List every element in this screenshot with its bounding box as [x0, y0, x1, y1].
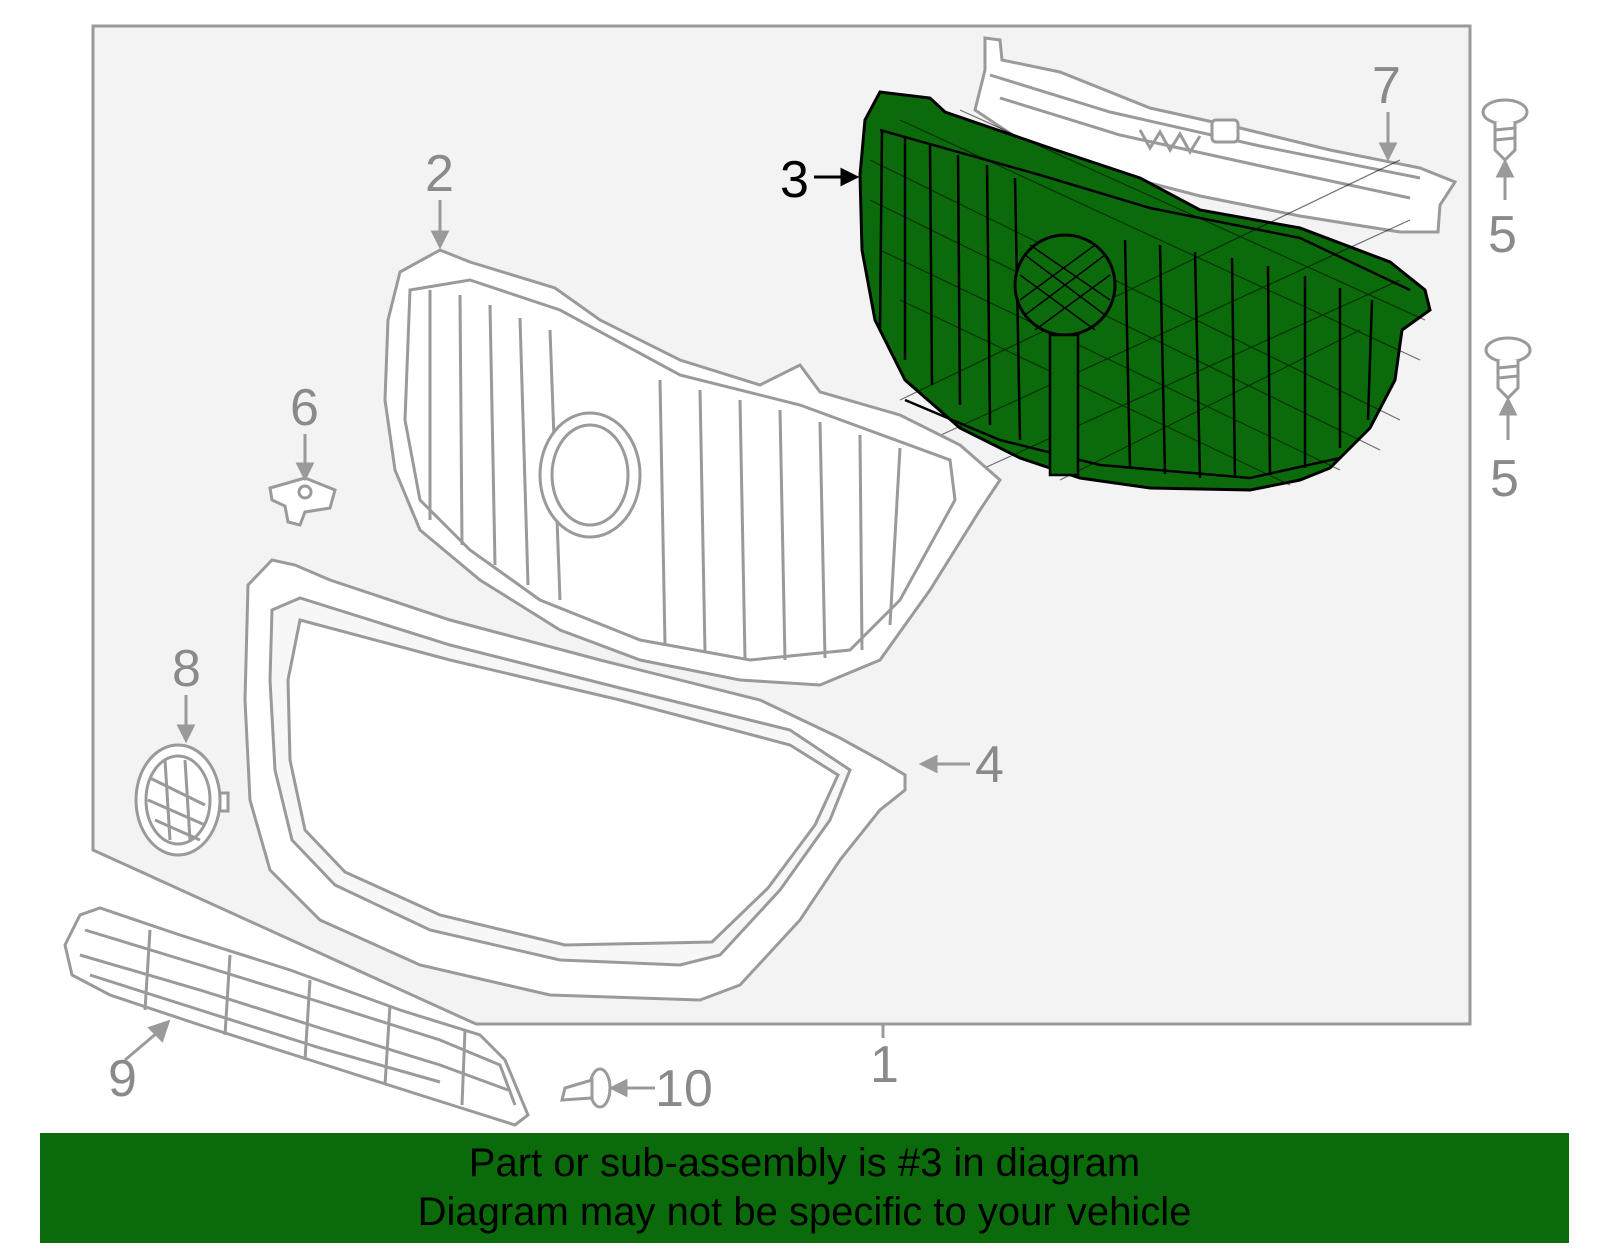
banner-line-1: Part or sub-assembly is #3 in diagram [468, 1141, 1141, 1185]
callout-8: 8 [172, 640, 201, 698]
callout-5-lower: 5 [1490, 450, 1519, 508]
callout-5-upper: 5 [1488, 206, 1517, 264]
part-2-grille-frame [383, 248, 1002, 687]
banner-line-2: Diagram may not be specific to your vehi… [417, 1190, 1192, 1234]
part-6-clip-nut [268, 476, 337, 527]
leader-lines [124, 112, 1518, 1098]
callout-3: 3 [780, 151, 809, 209]
callout-2: 2 [425, 145, 454, 203]
part-5-screw-lower [1484, 336, 1532, 401]
callout-4: 4 [975, 736, 1004, 794]
callout-1: 1 [870, 1036, 899, 1094]
callout-9: 9 [108, 1050, 137, 1108]
part-3-grille-highlighted [858, 90, 1432, 492]
callout-6: 6 [290, 379, 319, 437]
callout-7: 7 [1372, 57, 1401, 115]
part-5-screw-upper [1481, 98, 1529, 163]
part-4-surround-molding [243, 558, 907, 1002]
callout-10: 10 [655, 1060, 713, 1118]
info-banner: Part or sub-assembly is #3 in diagram Di… [40, 1133, 1569, 1243]
leader-line-3 [814, 167, 860, 187]
part-8-emblem [134, 743, 230, 857]
part-9-lower-grille [63, 906, 530, 1127]
part-10-push-pin [560, 1067, 612, 1109]
